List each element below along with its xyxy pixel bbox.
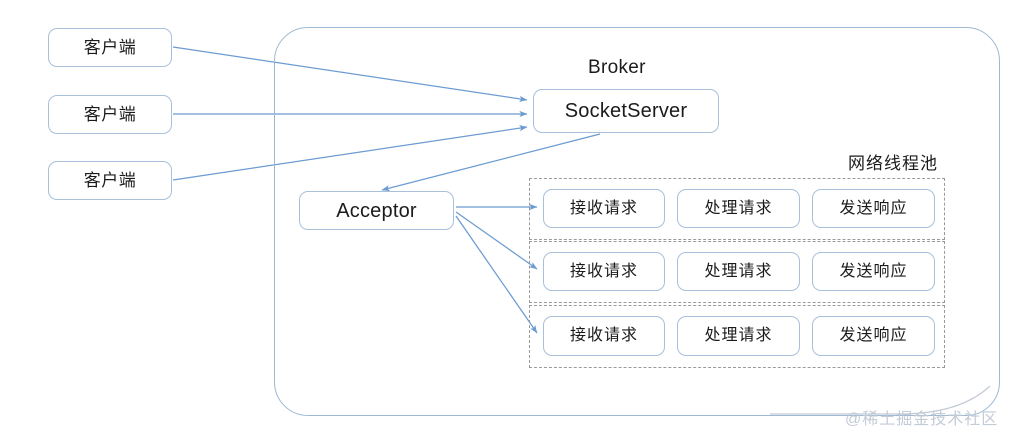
thread-row-2-stage-receive[interactable]: 接收请求	[543, 252, 665, 291]
thread-row-3-stage-respond-label: 发送响应	[839, 327, 908, 344]
client-box-1[interactable]: 客户端	[48, 28, 172, 67]
thread-row-2-stage-respond[interactable]: 发送响应	[812, 252, 935, 291]
thread-row-1-stage-respond[interactable]: 发送响应	[812, 189, 935, 228]
broker-title: Broker	[588, 57, 646, 78]
thread-row-2-stage-process-label: 处理请求	[704, 262, 773, 280]
socket-server-label: SocketServer	[564, 100, 688, 122]
client-box-2-label: 客户端	[83, 105, 137, 124]
client-box-2[interactable]: 客户端	[48, 95, 172, 134]
thread-row-1-stage-receive-label: 接收请求	[569, 199, 638, 217]
network-thread-pool-title: 网络线程池	[848, 154, 938, 173]
watermark-label: @稀土掘金技术社区	[845, 411, 999, 428]
client-box-3-label: 客户端	[83, 171, 137, 190]
thread-row-2-stage-process[interactable]: 处理请求	[677, 252, 800, 291]
thread-row-3-stage-receive[interactable]: 接收请求	[543, 316, 665, 356]
thread-row-1-stage-respond-label: 发送响应	[839, 199, 908, 217]
thread-row-3-stage-process-label: 处理请求	[704, 327, 773, 344]
acceptor-box[interactable]: Acceptor	[299, 191, 454, 230]
broker-container	[274, 27, 1000, 416]
thread-row-1-stage-process[interactable]: 处理请求	[677, 189, 800, 228]
thread-row-2-stage-receive-label: 接收请求	[569, 262, 638, 280]
thread-row-3-stage-receive-label: 接收请求	[569, 327, 638, 344]
socket-server-box[interactable]: SocketServer	[533, 89, 719, 133]
thread-row-3-stage-process[interactable]: 处理请求	[677, 316, 800, 356]
client-box-1-label: 客户端	[83, 38, 137, 57]
thread-row-2-stage-respond-label: 发送响应	[839, 262, 908, 280]
thread-row-1-stage-receive[interactable]: 接收请求	[543, 189, 665, 228]
thread-row-3-stage-respond[interactable]: 发送响应	[812, 316, 935, 356]
acceptor-label: Acceptor	[336, 199, 417, 222]
thread-row-3	[529, 305, 945, 368]
client-box-3[interactable]: 客户端	[48, 161, 172, 200]
thread-row-1-stage-process-label: 处理请求	[704, 199, 773, 217]
